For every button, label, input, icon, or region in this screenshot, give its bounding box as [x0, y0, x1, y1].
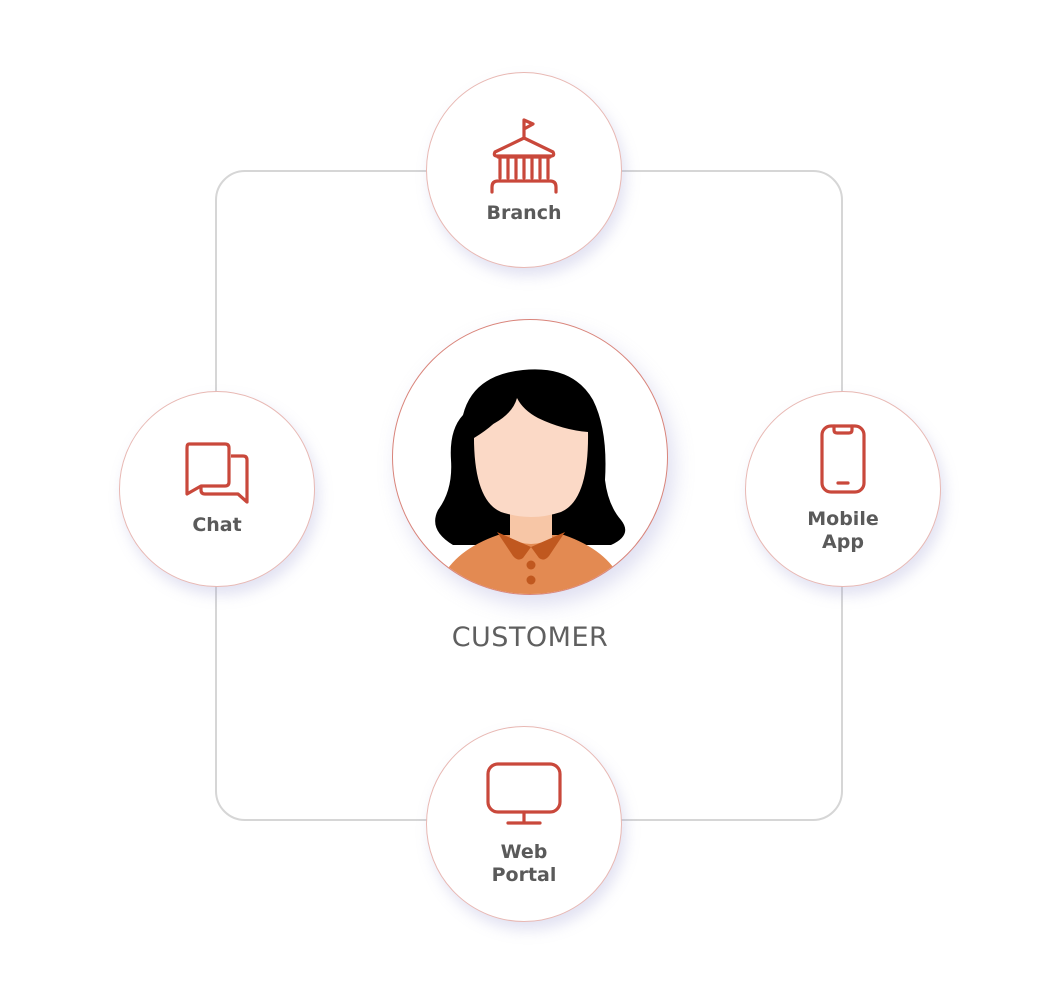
- woman-avatar-icon: [393, 369, 667, 594]
- channel-label: Mobile App: [807, 508, 879, 553]
- channel-label: Branch: [486, 201, 562, 224]
- channel-chat[interactable]: Chat: [119, 391, 315, 587]
- channel-branch[interactable]: Branch: [426, 72, 622, 268]
- smartphone-icon: [818, 424, 868, 494]
- customer-label: CUSTOMER: [451, 622, 609, 653]
- bank-building-icon: [489, 116, 559, 196]
- channel-mobile-app[interactable]: Mobile App: [745, 391, 941, 587]
- channel-label: Web Portal: [491, 841, 557, 886]
- channel-web-portal[interactable]: Web Portal: [426, 726, 622, 922]
- monitor-icon: [484, 761, 564, 827]
- chat-bubbles-icon: [183, 441, 251, 506]
- channel-label: Chat: [192, 513, 242, 536]
- customer-avatar[interactable]: [392, 319, 668, 595]
